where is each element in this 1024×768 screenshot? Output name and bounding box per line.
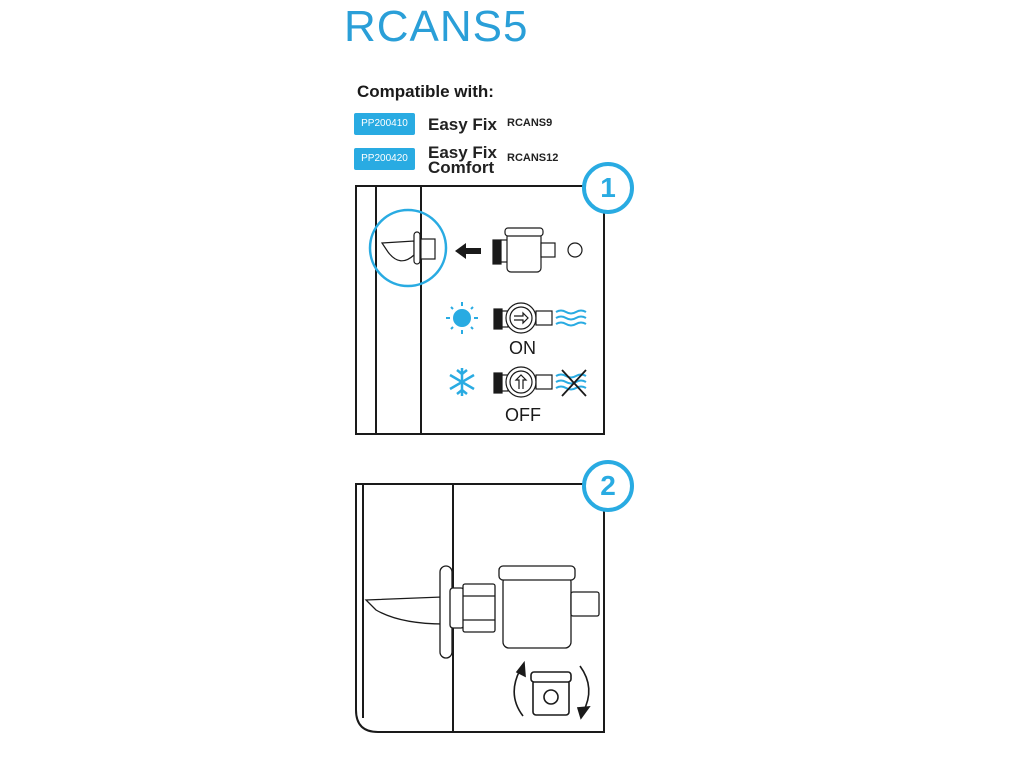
skimmer-nozzle — [364, 596, 445, 625]
step1-zoom-circle — [368, 208, 448, 288]
snowflake-icon — [449, 368, 475, 396]
model-rcans12: RCANS12 — [507, 152, 559, 164]
skimmer-nozzle-icon — [380, 240, 415, 262]
step1-panel — [355, 185, 605, 435]
step1-frame — [355, 185, 605, 435]
product-name-line2: Comfort — [428, 158, 495, 177]
arrow-left-icon — [455, 243, 481, 259]
product-name-easy-fix-comfort: Easy Fix Comfort — [428, 143, 497, 177]
badge-pp200410: PP200410 — [354, 113, 415, 135]
product-name-easy-fix: Easy Fix — [428, 115, 497, 134]
on-label: ON — [509, 338, 536, 358]
valve-body — [502, 575, 572, 649]
valve-cap — [498, 565, 576, 581]
assembled-skimmer-icon — [364, 565, 600, 659]
valve-on-icon — [493, 302, 553, 334]
sun-icon — [446, 302, 478, 334]
badge-pp200420: PP200420 — [354, 148, 415, 170]
product-name-line1: Easy Fix — [428, 143, 497, 162]
step-2-badge: 2 — [582, 460, 634, 512]
off-label: OFF — [505, 405, 541, 425]
water-flow-icon — [555, 309, 587, 327]
compatible-label: Compatible with: — [357, 82, 494, 101]
connector-nut — [462, 583, 496, 633]
step2-frame — [355, 483, 605, 733]
hose-outlet — [570, 591, 600, 617]
open-port-icon — [567, 242, 583, 258]
step-1-badge: 1 — [582, 162, 634, 214]
rotate-cap-icon — [513, 660, 591, 720]
valve-off-icon — [493, 366, 553, 398]
valve-icon — [492, 227, 556, 273]
no-flow-icon — [555, 369, 587, 397]
model-rcans9: RCANS9 — [507, 117, 553, 129]
product-title: RCANS5 — [344, 2, 529, 51]
